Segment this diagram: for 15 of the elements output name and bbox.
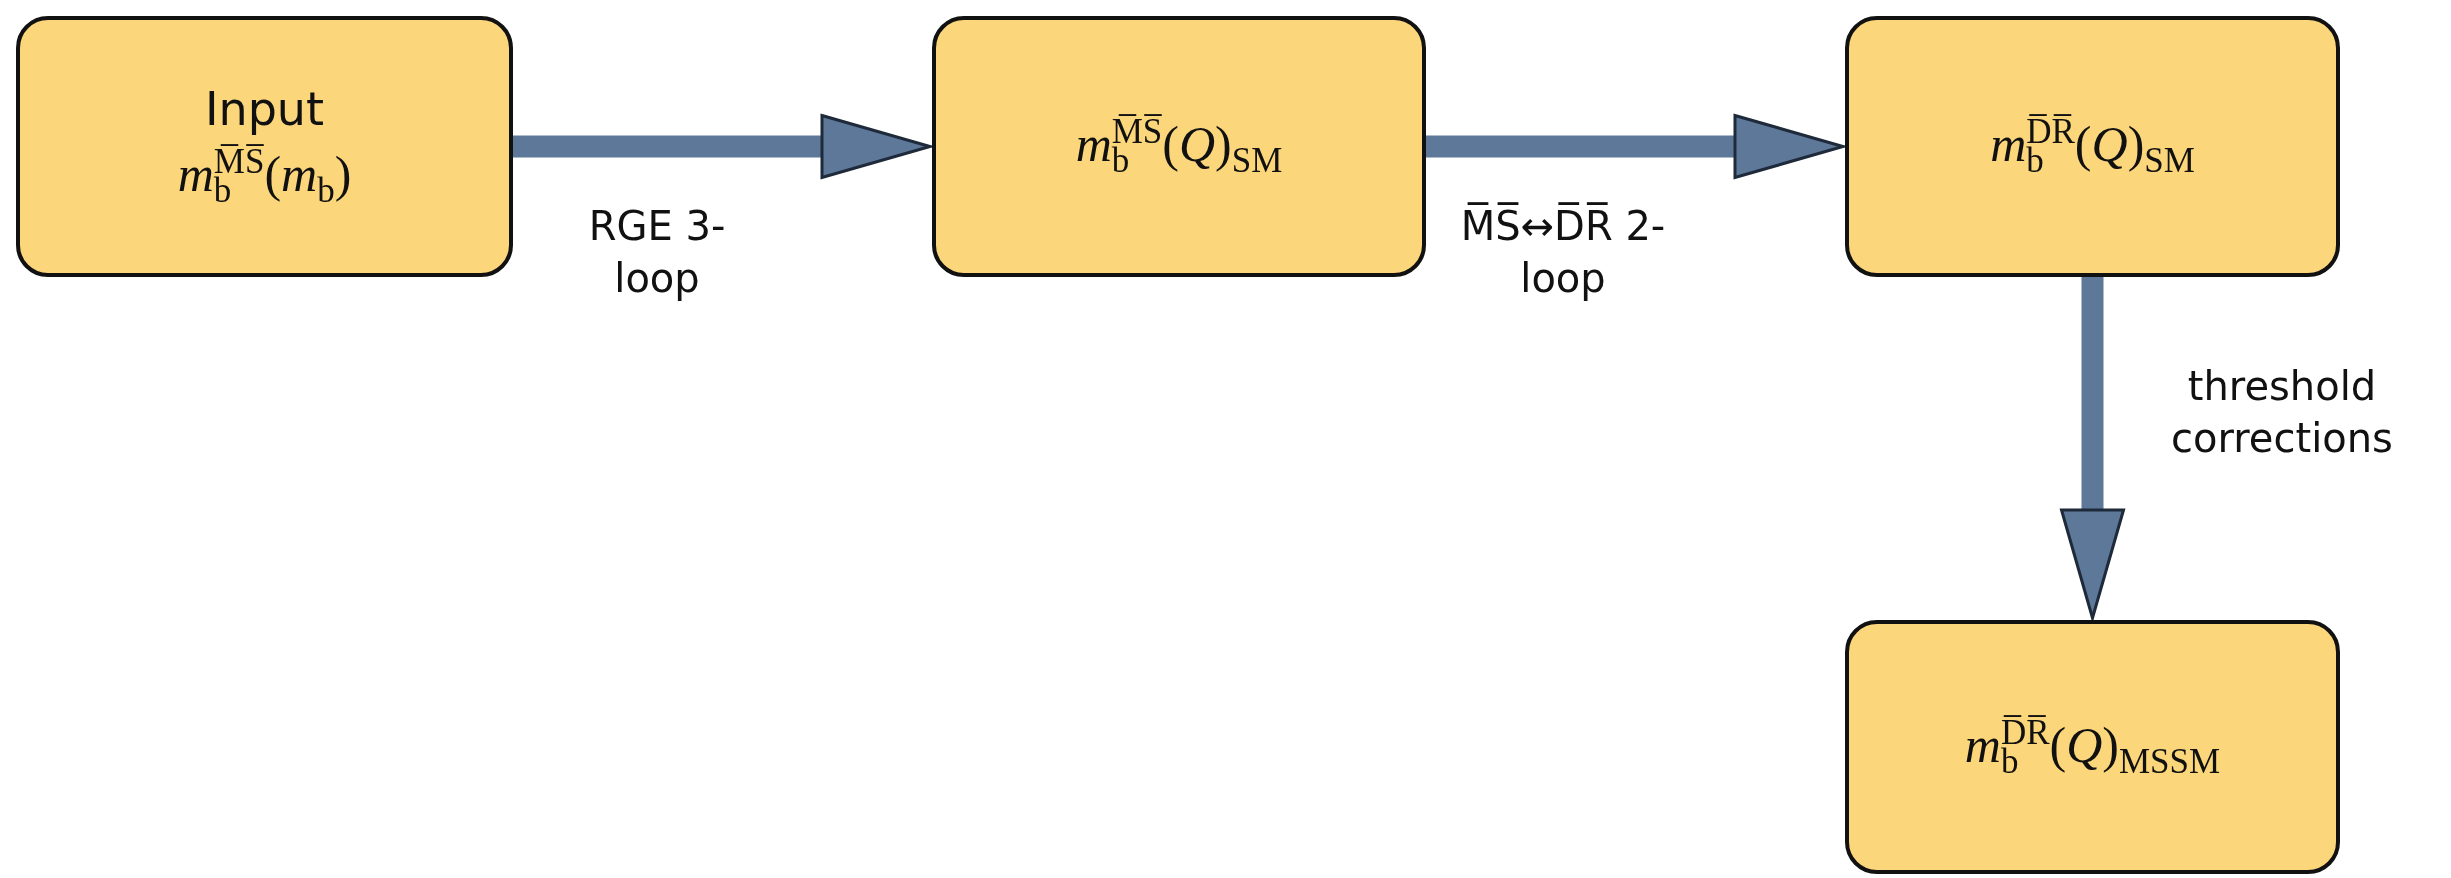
edge-label: RGE 3-loop (587, 202, 727, 303)
edge-label: M̅S̅↔D̅R̅ 2-loop (1459, 201, 1667, 303)
math-formula: m$_{b}$$^{D̅R̅}$(Q)$_{MSSM}$ (1964, 712, 2221, 782)
process-box (932, 16, 1426, 277)
process-box (1845, 620, 2340, 874)
block-arrow (513, 114, 932, 179)
math-formula: m$_{b}$$^{D̅R̅}$(Q)$_{SM}$ (1990, 112, 2195, 181)
math-formula: m$_{b}$$^{M̅S̅}$(m$_{b}$) (177, 142, 352, 211)
math-formula: m$_{b}$$^{M̅S̅}$(Q)$_{SM}$ (1075, 112, 1283, 181)
box-heading: Input (204, 82, 325, 137)
process-box (16, 16, 513, 277)
block-arrow (2060, 277, 2125, 620)
edge-label: threshold corrections (2170, 362, 2394, 463)
block-arrow (1426, 114, 1845, 179)
process-box (1845, 16, 2340, 277)
